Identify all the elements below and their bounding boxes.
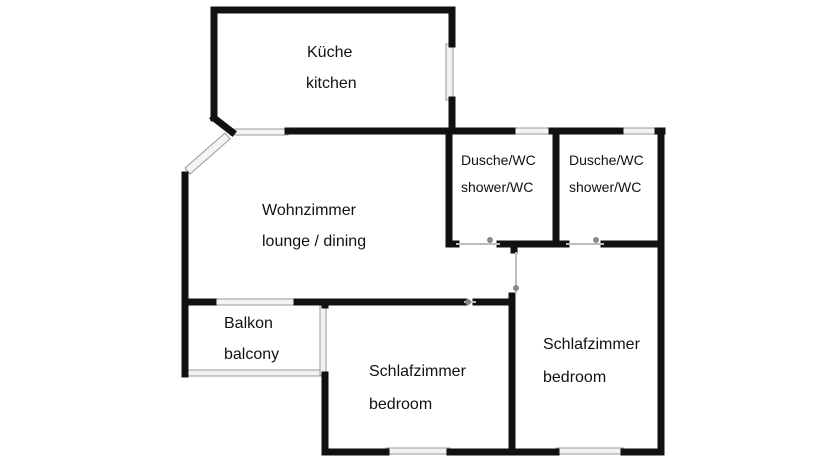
door-bedroom-right — [513, 252, 519, 294]
lounge-label-en: lounge / dining — [262, 233, 366, 250]
window-balcony-bottom — [182, 369, 326, 377]
window-bedroom-middle-bottom — [385, 447, 451, 455]
window-kitchen-bottom — [229, 128, 289, 136]
walls — [181, 6, 666, 456]
lounge-label-de: Wohnzimmer — [262, 202, 357, 219]
window-balcony-top — [212, 298, 298, 306]
room-labels: Küche kitchen Wohnzimmer lounge / dining… — [224, 44, 644, 413]
kitchen-label-en: kitchen — [306, 75, 357, 92]
shower-right-label-en: shower/WC — [569, 179, 641, 195]
window-kitchen-right — [445, 43, 454, 101]
doors — [456, 237, 604, 305]
window-lounge-diagonal — [184, 132, 231, 175]
shower-left-label-de: Dusche/WC — [461, 152, 536, 168]
door-bedroom-middle — [464, 299, 476, 305]
door-shower-left — [456, 237, 500, 245]
bedroom-right-label-en: bedroom — [543, 369, 606, 386]
window-balcony-side — [319, 304, 327, 376]
window-shower-right-top — [619, 127, 659, 135]
bedroom-right-label-de: Schlafzimmer — [543, 336, 641, 353]
kitchen-label-de: Küche — [307, 44, 352, 61]
bedroom-middle-label-de: Schlafzimmer — [369, 363, 467, 380]
door-shower-right — [566, 237, 604, 245]
window-bedroom-right-bottom — [555, 447, 625, 455]
balcony-label-en: balcony — [224, 346, 279, 363]
shower-left-label-en: shower/WC — [461, 179, 533, 195]
shower-right-label-de: Dusche/WC — [569, 152, 644, 168]
windows — [182, 43, 659, 455]
bedroom-middle-label-en: bedroom — [369, 396, 432, 413]
balcony-label-de: Balkon — [224, 315, 273, 332]
window-shower-left-top — [511, 127, 553, 135]
